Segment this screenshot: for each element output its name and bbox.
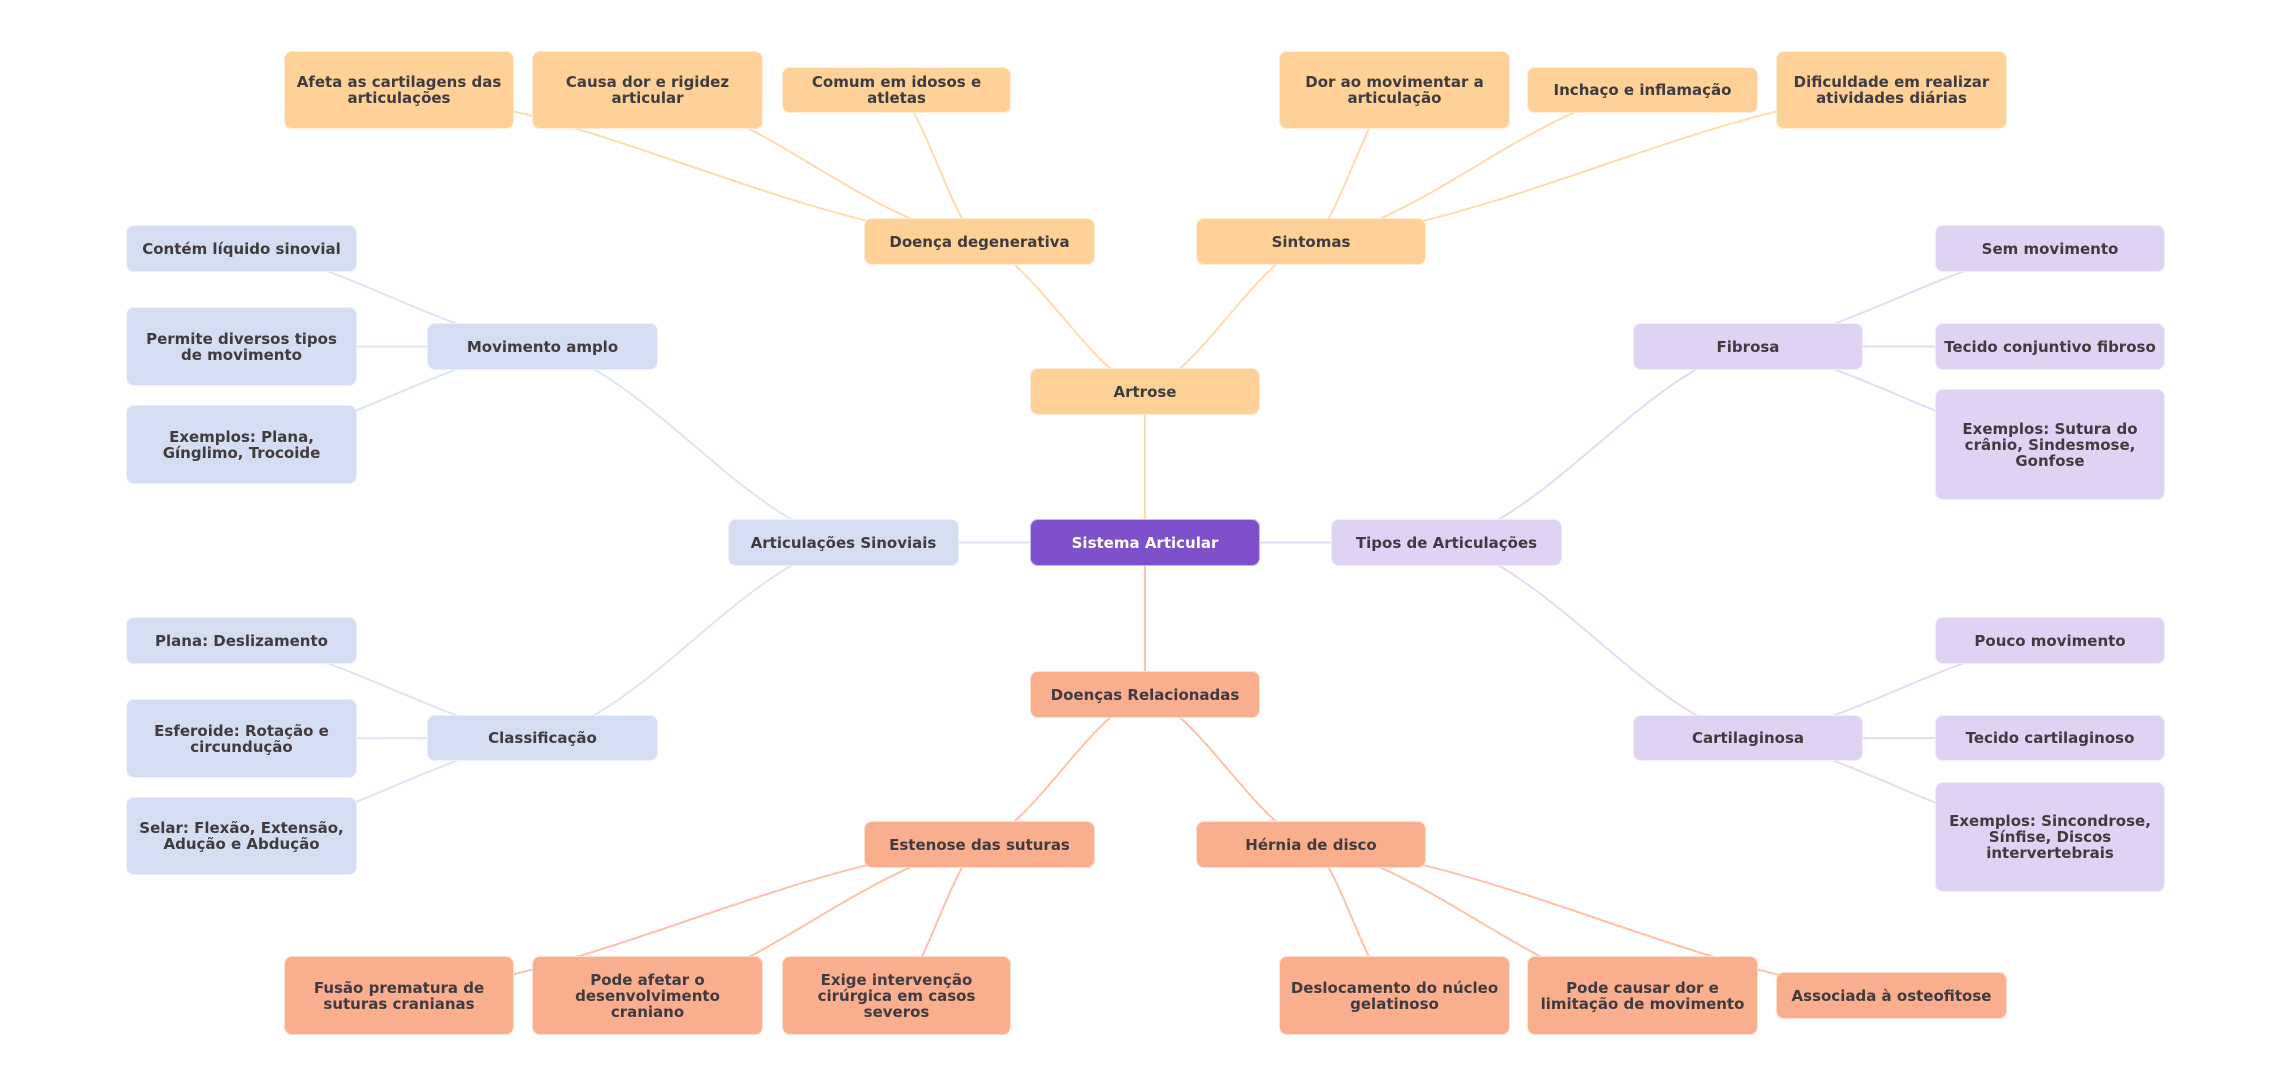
node-label: Doenças Relacionadas	[1050, 685, 1240, 704]
node-label: Deslocamento do núcleo gelatinoso	[1290, 978, 1499, 1013]
node-diversos-tipos[interactable]: Permite diversos tipos de movimento	[126, 307, 357, 386]
node-fibrosa[interactable]: Fibrosa	[1633, 323, 1863, 370]
node-fusao[interactable]: Fusão prematura de suturas cranianas	[284, 956, 514, 1035]
node-doencas-relacionadas[interactable]: Doenças Relacionadas	[1030, 671, 1260, 718]
node-movimento-amplo[interactable]: Movimento amplo	[427, 323, 658, 370]
node-label: Plana: Deslizamento	[155, 631, 328, 650]
node-esferoide[interactable]: Esferoide: Rotação e circundução	[126, 699, 357, 778]
node-tecido-fibroso[interactable]: Tecido conjuntivo fibroso	[1935, 323, 2165, 370]
node-pouco-movimento[interactable]: Pouco movimento	[1935, 617, 2165, 664]
node-label: Tipos de Articulações	[1355, 533, 1538, 552]
node-tipos-de-articulacoes[interactable]: Tipos de Articulações	[1331, 519, 1562, 566]
node-label: Cartilaginosa	[1691, 729, 1805, 747]
node-label: Pouco movimento	[1974, 631, 2126, 650]
node-label: Dificuldade em realizar atividades diári…	[1793, 73, 1990, 107]
node-estenose[interactable]: Estenose das suturas	[864, 821, 1095, 868]
node-label: Selar: Flexão, Extensão, Adução e Abduçã…	[139, 819, 344, 853]
node-hernia[interactable]: Hérnia de disco	[1196, 821, 1426, 868]
edge-tipos-to-fibrosa	[1446, 345, 1749, 544]
node-label: Exemplos: Sincondrose, Sínfise, Discos i…	[1949, 812, 2151, 862]
node-label: Comum em idosos e atletas	[811, 73, 982, 107]
node-articulacoes-sinoviais[interactable]: Articulações Sinoviais	[728, 519, 959, 566]
node-comum-idosos[interactable]: Comum em idosos e atletas	[782, 67, 1011, 113]
node-selar[interactable]: Selar: Flexão, Extensão, Adução e Abduçã…	[126, 797, 357, 875]
node-osteofitose[interactable]: Associada à osteofitose	[1776, 972, 2007, 1019]
node-label: Doença degenerativa	[889, 232, 1070, 251]
node-label: Tecido conjuntivo fibroso	[1944, 337, 2156, 356]
node-label: Sistema Articular	[1071, 533, 1219, 552]
node-label: Movimento amplo	[466, 337, 619, 356]
edge-sinoviais-to-classificacao	[542, 541, 844, 739]
node-classificacao[interactable]: Classificação	[427, 715, 658, 761]
node-label: Exige intervenção cirúrgica em casos sev…	[817, 970, 976, 1021]
node-artrose[interactable]: Artrose	[1030, 368, 1260, 415]
node-sistema-articular[interactable]: Sistema Articular	[1030, 519, 1260, 566]
node-dificuldade[interactable]: Dificuldade em realizar atividades diári…	[1776, 51, 2007, 129]
node-deslocamento[interactable]: Deslocamento do núcleo gelatinoso	[1279, 956, 1510, 1035]
node-plana[interactable]: Plana: Deslizamento	[126, 617, 357, 664]
node-doenca-degenerativa[interactable]: Doença degenerativa	[864, 218, 1095, 265]
node-label: Esferoide: Rotação e circundução	[154, 721, 329, 756]
node-label: Pode afetar o desenvolvimento craniano	[575, 970, 720, 1021]
edge-tipos-to-cartilaginosa	[1446, 541, 1749, 739]
node-label: Inchaço e inflamação	[1553, 81, 1732, 99]
node-sem-movimento[interactable]: Sem movimento	[1935, 225, 2165, 272]
node-label: Pode causar dor e limitação de movimento	[1540, 978, 1745, 1013]
node-label: Fibrosa	[1716, 337, 1780, 356]
node-inchaco[interactable]: Inchaço e inflamação	[1527, 67, 1758, 113]
node-label: Estenose das suturas	[889, 835, 1070, 854]
node-pode-afetar[interactable]: Pode afetar o desenvolvimento craniano	[532, 956, 763, 1035]
node-afeta-cartilagens[interactable]: Afeta as cartilagens das articulações	[284, 51, 514, 129]
node-exemplos-sincondrose[interactable]: Exemplos: Sincondrose, Sínfise, Discos i…	[1935, 782, 2165, 892]
node-label: Associada à osteofitose	[1791, 986, 1992, 1005]
node-label: Dor ao movimentar a articulação	[1305, 73, 1484, 107]
node-label: Fusão prematura de suturas cranianas	[313, 978, 485, 1013]
edge-sinoviais-to-movimento-amplo	[542, 345, 844, 544]
node-liquido-sinovial[interactable]: Contém líquido sinovial	[126, 225, 357, 272]
node-cartilaginosa[interactable]: Cartilaginosa	[1633, 715, 1863, 761]
node-tecido-cartilaginoso[interactable]: Tecido cartilaginoso	[1935, 715, 2165, 761]
node-causa-dor[interactable]: Causa dor e rigidez articular	[532, 51, 763, 129]
node-exemplos-plana[interactable]: Exemplos: Plana, Gínglimo, Trocoide	[126, 405, 357, 484]
node-label: Sem movimento	[1981, 239, 2119, 258]
node-exemplos-sutura[interactable]: Exemplos: Sutura do crânio, Sindesmose, …	[1935, 389, 2165, 500]
node-label: Exemplos: Sutura do crânio, Sindesmose, …	[1962, 419, 2138, 470]
node-label: Articulações Sinoviais	[750, 533, 937, 552]
node-label: Afeta as cartilagens das articulações	[296, 73, 502, 107]
node-label: Artrose	[1113, 382, 1177, 401]
node-dor-movimentar[interactable]: Dor ao movimentar a articulação	[1279, 51, 1510, 129]
node-label: Causa dor e rigidez articular	[565, 73, 730, 107]
node-label: Sintomas	[1271, 232, 1351, 251]
node-label: Permite diversos tipos de movimento	[146, 329, 337, 364]
node-label: Tecido cartilaginoso	[1965, 729, 2135, 747]
node-exige-intervencao[interactable]: Exige intervenção cirúrgica em casos sev…	[782, 956, 1011, 1035]
node-sintomas[interactable]: Sintomas	[1196, 218, 1426, 265]
node-label: Classificação	[488, 729, 597, 747]
node-label: Hérnia de disco	[1245, 835, 1377, 854]
node-label: Exemplos: Plana, Gínglimo, Trocoide	[162, 427, 321, 462]
node-label: Contém líquido sinovial	[142, 239, 341, 258]
node-pode-causar[interactable]: Pode causar dor e limitação de movimento	[1527, 956, 1758, 1035]
